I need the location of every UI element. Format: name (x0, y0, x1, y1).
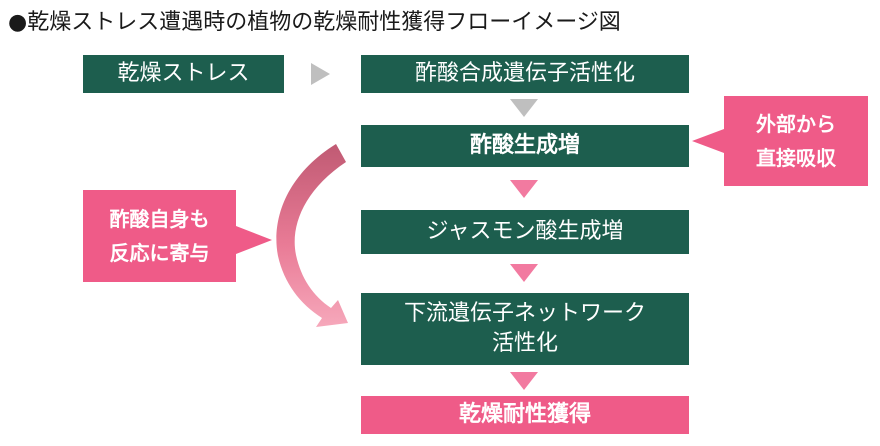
callout-external-line2: 直接吸収 (756, 146, 836, 170)
callout-self-shape (83, 190, 272, 282)
node-network-activation-line1: 下流遺伝子ネットワーク (403, 301, 646, 326)
node-network-activation: 下流遺伝子ネットワーク 活性化 (361, 293, 689, 365)
node-drought-tolerance: 乾燥耐性獲得 (361, 396, 689, 434)
arrow-down-pink-3 (510, 372, 538, 390)
node-jasmonic-acid-increase-label: ジャスモン酸生成増 (426, 219, 624, 244)
callout-self-line2: 反応に寄与 (109, 241, 210, 265)
node-jasmonic-acid-increase: ジャスモン酸生成増 (361, 210, 689, 254)
node-gene-activation-label: 酢酸合成遺伝子活性化 (414, 61, 635, 86)
node-network-activation-line2: 活性化 (491, 331, 558, 356)
arrow-down-gray (510, 99, 538, 117)
curved-feedback-arrow (276, 144, 348, 327)
node-acetic-acid-increase: 酢酸生成増 (361, 125, 689, 167)
node-gene-activation: 酢酸合成遺伝子活性化 (361, 55, 689, 93)
arrow-right-gray (311, 63, 330, 85)
callout-external: 外部から 直接吸収 (724, 96, 868, 186)
diagram-title: ●乾燥ストレス遭遇時の植物の乾燥耐性獲得フローイメージ図 (8, 10, 621, 35)
callout-external-shape (692, 96, 868, 186)
node-acetic-acid-increase-label: 酢酸生成増 (469, 133, 580, 158)
callout-external-line1: 外部から (756, 112, 836, 136)
node-drought-tolerance-label: 乾燥耐性獲得 (458, 402, 591, 427)
arrow-down-pink-2 (510, 264, 538, 282)
callout-self-contribution: 酢酸自身も 反応に寄与 (83, 190, 236, 282)
node-drought-stress-label: 乾燥ストレス (117, 61, 250, 86)
node-drought-stress: 乾燥ストレス (83, 55, 284, 93)
callout-self-line1: 酢酸自身も (109, 207, 210, 231)
arrow-down-pink-1 (510, 180, 538, 198)
